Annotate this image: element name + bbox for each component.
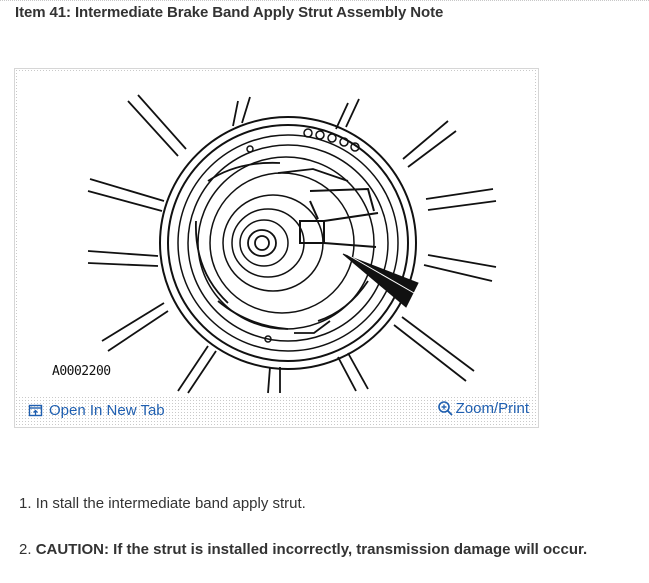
figure-image[interactable]: A0002200: [18, 71, 535, 395]
page-title: Item 41: Intermediate Brake Band Apply S…: [15, 4, 444, 21]
figure-toolbar: Open In New Tab Zoom/Print: [18, 396, 535, 425]
zoom-print-link[interactable]: Zoom/Print: [437, 400, 529, 417]
zoom-magnifier-icon: [437, 400, 454, 417]
zoom-print-label: Zoom/Print: [455, 400, 529, 417]
caution-text: CAUTION: If the strut is installed incor…: [35, 541, 588, 558]
figure-frame: A0002200 Open In New Tab: [15, 69, 538, 427]
open-in-new-tab-label: Open In New Tab: [49, 402, 165, 419]
figure-id-label: A0002200: [52, 364, 111, 379]
brake-band: [195, 161, 369, 334]
step-number: 2.: [19, 541, 32, 558]
pointer-arrow: [342, 253, 419, 308]
step-number: 1.: [19, 495, 32, 512]
list-item: 2. CAUTION: If the strut is installed in…: [19, 541, 587, 558]
open-new-tab-icon: [28, 403, 43, 418]
bolt-holes: [246, 128, 360, 343]
step-text: In stall the intermediate band apply str…: [35, 495, 306, 512]
list-item: 1. In stall the intermediate band apply …: [19, 495, 306, 512]
open-in-new-tab-link[interactable]: Open In New Tab: [28, 402, 165, 419]
apply-strut: [299, 187, 379, 248]
radial-spokes: [87, 94, 497, 394]
brake-band-strut-illustration: [87, 94, 497, 394]
drum-rings: [159, 116, 417, 370]
figure-container: A0002200 Open In New Tab: [14, 68, 539, 428]
top-divider: [0, 0, 649, 2]
